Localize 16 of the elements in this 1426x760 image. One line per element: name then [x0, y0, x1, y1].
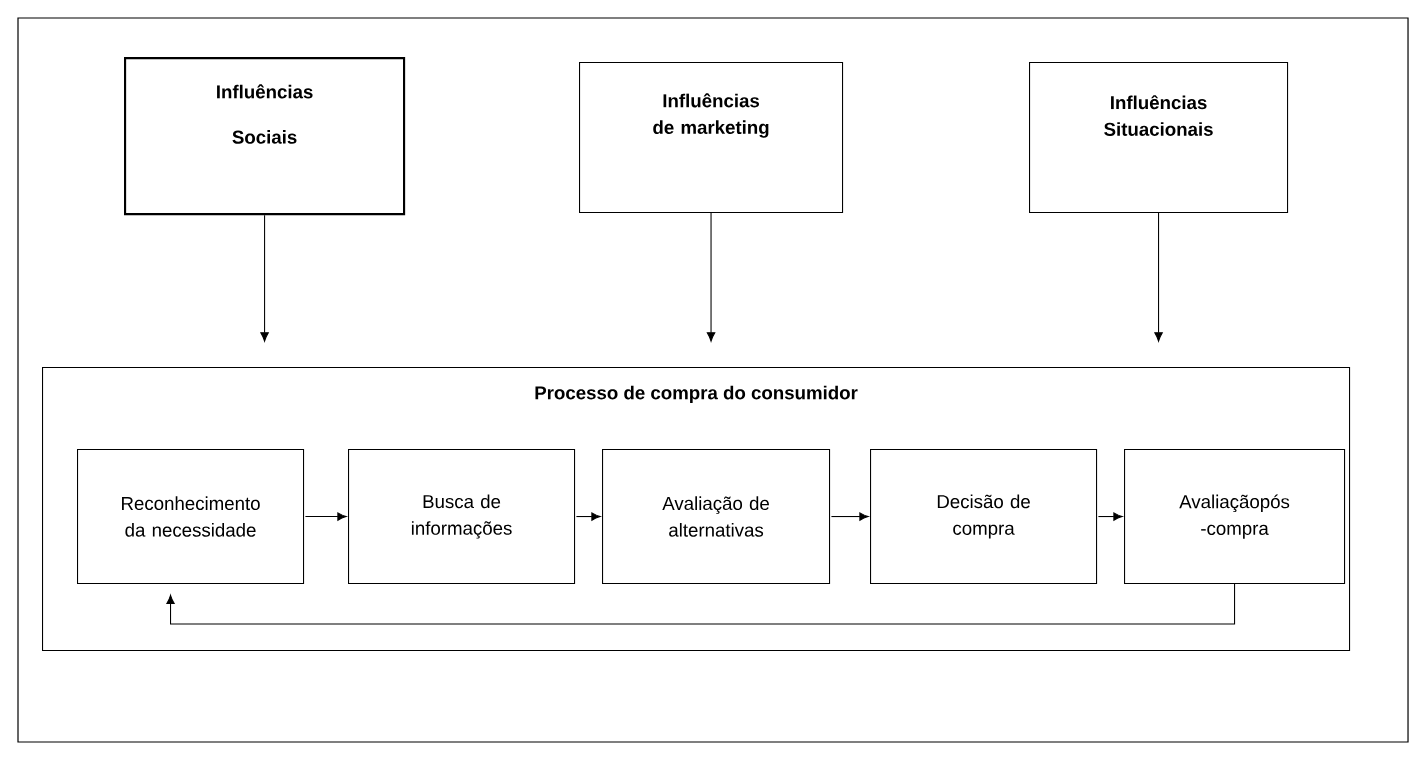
arrow [706, 212, 716, 342]
arrow [260, 214, 269, 342]
arrow [1154, 212, 1163, 342]
step-box: Reconhecimento da necessidade [77, 449, 305, 585]
influence-box: Influências Sociais [124, 57, 406, 216]
influence-box: Influências de marketing [579, 62, 844, 214]
arrow [1097, 512, 1123, 521]
influence-box: Influências Situacionais [1029, 62, 1289, 214]
arrow [166, 583, 1236, 625]
step-box: Avaliação de alternativas [602, 449, 831, 585]
arrow [830, 512, 869, 521]
step-box: Decisão de compra [870, 449, 1098, 585]
arrow [304, 512, 347, 521]
step-box: Busca de informações [348, 449, 576, 585]
arrow [575, 512, 601, 521]
step-box: Avaliaçãopós -compra [1124, 449, 1346, 585]
